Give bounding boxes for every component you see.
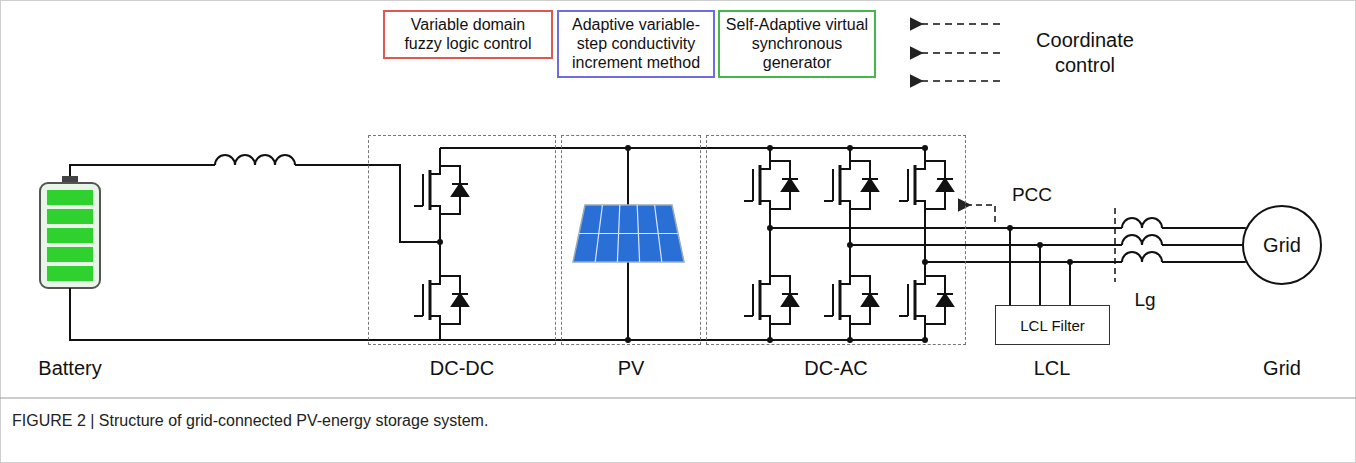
- pv-group: PV: [561, 135, 701, 345]
- inductor-symbol: [1122, 252, 1162, 262]
- wire: [849, 330, 851, 340]
- control-note: Coordinate control: [1025, 28, 1145, 78]
- coordinate-arrow: [922, 80, 1000, 82]
- wire: [1069, 262, 1071, 305]
- wire: [769, 330, 771, 340]
- converter-group: DC-DC: [368, 135, 556, 345]
- control-box: Self-Adaptive virtual synchronous genera…: [718, 10, 876, 78]
- junction-dot: [437, 239, 443, 245]
- junction-dot: [625, 145, 631, 151]
- wire: [70, 165, 215, 176]
- group-label: DC-DC: [430, 357, 494, 380]
- inductor-symbol: [1122, 218, 1162, 228]
- mosfet-symbol: [899, 155, 953, 215]
- battery-icon: [40, 176, 100, 288]
- mosfet-symbol: [744, 155, 798, 215]
- mosfet-symbol: [744, 270, 798, 330]
- node-point-label: PCC: [1012, 183, 1052, 207]
- pv-panel-icon: [573, 205, 684, 262]
- wire: [769, 215, 771, 270]
- node-text: LCL Filter: [1020, 317, 1084, 334]
- mosfet-symbol: [899, 270, 953, 330]
- wire: [70, 288, 925, 340]
- wire: [1162, 227, 1246, 229]
- wire: [1009, 228, 1011, 305]
- wire: [439, 330, 441, 340]
- wire: [1162, 244, 1242, 246]
- mosfet-symbol: [414, 160, 468, 220]
- control-box: Variable domain fuzzy logic control: [383, 10, 553, 59]
- wire: [770, 227, 1122, 229]
- group-label: DC-AC: [804, 357, 867, 380]
- figure-caption: FIGURE 2 | Structure of grid-connected P…: [12, 412, 488, 430]
- part-label: Grid: [1263, 356, 1301, 381]
- node-text: Grid: [1263, 234, 1301, 257]
- junction-dot: [625, 337, 631, 343]
- wire: [925, 261, 1122, 263]
- mosfet-symbol: [824, 155, 878, 215]
- mosfet-symbol: [824, 270, 878, 330]
- node-text: Self-Adaptive virtual synchronous genera…: [725, 15, 869, 73]
- mosfet-symbol: [414, 270, 468, 330]
- grid-source: Grid: [1242, 205, 1322, 285]
- inductor-symbol: [1122, 235, 1162, 245]
- part-label: LCL: [1034, 356, 1071, 381]
- inductor-label: Lg: [1134, 288, 1155, 312]
- wire: [1039, 245, 1041, 305]
- part-label: Battery: [38, 356, 101, 381]
- node-text: Variable domain fuzzy logic control: [390, 15, 546, 53]
- inductor-symbol: [215, 155, 295, 165]
- wire: [924, 330, 926, 340]
- coordinate-arrow: [922, 23, 1000, 25]
- caption-rule: [0, 398, 1356, 399]
- pcc-dashed-line: [1114, 208, 1116, 282]
- wire: [924, 148, 926, 155]
- control-box: Adaptive variable-step conductivity incr…: [557, 10, 715, 78]
- node-text: Adaptive variable-step conductivity incr…: [564, 15, 708, 73]
- wire: [849, 148, 851, 155]
- wire: [1162, 261, 1246, 263]
- filter-box: LCL Filter: [995, 305, 1110, 345]
- wire: [769, 148, 771, 155]
- wire: [850, 244, 1122, 246]
- wire: [439, 148, 441, 160]
- inverter-group: DC-AC: [706, 135, 966, 345]
- coordinate-arrow: [922, 52, 1000, 54]
- group-label: PV: [618, 357, 645, 380]
- pcc-feedback-arrow: [970, 205, 995, 222]
